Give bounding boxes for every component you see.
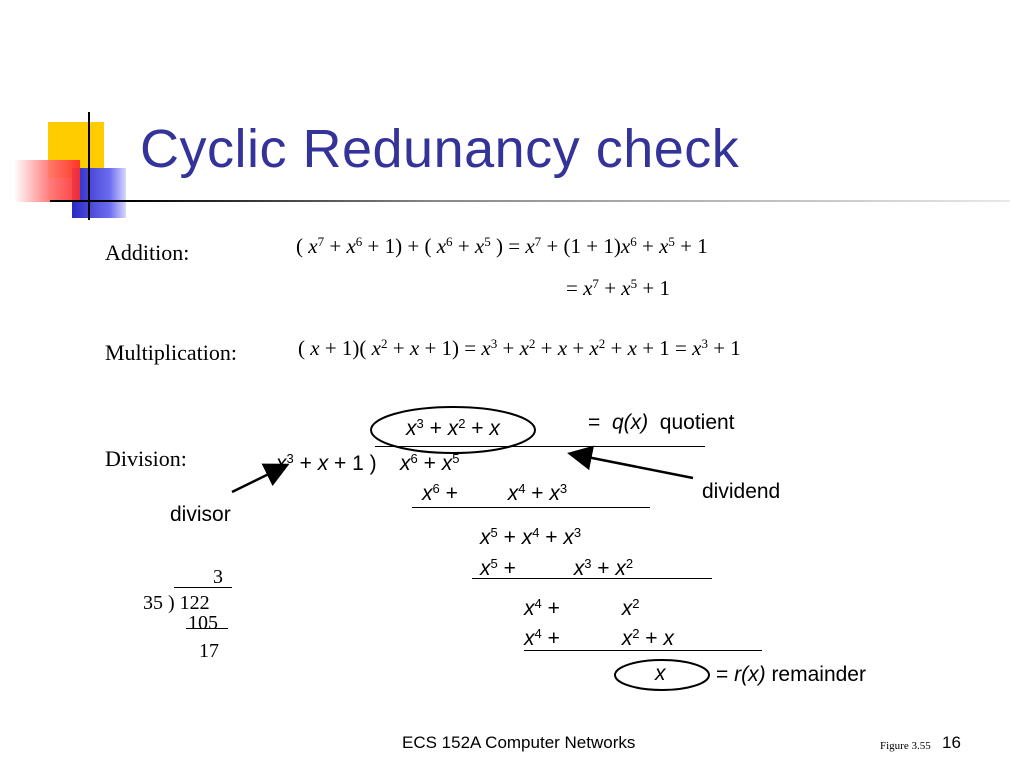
quotient-expression: x3 + x2 + x [406, 415, 500, 440]
numeric-quotient: 3 [213, 566, 223, 588]
divisor-expression: x3 + x + 1 ) [276, 450, 377, 475]
quotient-note: = q(x) quotient [588, 411, 735, 434]
multiplication-equation: ( x + 1)( x2 + x + 1) = x3 + x2 + x + x2… [298, 335, 741, 360]
division-label: Division: [105, 446, 187, 471]
footer-course: ECS 152A Computer Networks [402, 733, 636, 752]
quotient-word: quotient [659, 411, 735, 434]
addition-label: Addition: [105, 240, 190, 265]
divisor-callout: divisor [170, 503, 231, 526]
numeric-subtract-line [186, 628, 228, 629]
remainder-word: remainder [771, 663, 866, 686]
footer-figure: Figure 3.55 [880, 740, 931, 752]
quotient-circle [370, 406, 536, 454]
dividend-arrow [567, 445, 694, 480]
numeric-bar [174, 587, 232, 588]
page-title: Cyclic Redunancy check [140, 119, 740, 179]
remainder-note: = r(x) remainder [716, 663, 866, 686]
division-step1: x6 + x4 + x3 [422, 480, 568, 505]
addition-equation-line1: ( x7 + x6 + 1) + ( x6 + x5 ) = x7 + (1 +… [296, 233, 708, 258]
footer-page-number: 16 [942, 733, 961, 752]
remainder-expression: x [655, 662, 666, 685]
division-step5-line [524, 650, 762, 651]
dividend-callout: dividend [702, 480, 781, 503]
division-bar [375, 446, 705, 447]
logo-vertical-line [88, 112, 90, 220]
division-step4: x4 + x2 [524, 595, 640, 620]
logo-red-block [14, 160, 80, 202]
division-step5: x4 + x2 + x [524, 625, 674, 650]
division-step2: x5 + x4 + x3 [480, 524, 582, 549]
multiplication-label: Multiplication: [105, 340, 237, 365]
division-step3: x5 + x3 + x2 [480, 555, 634, 580]
dividend-expression: x6 + x5 [400, 450, 460, 475]
division-step3-line [472, 578, 712, 579]
divisor-arrow [231, 463, 290, 494]
division-step1-line [412, 507, 650, 508]
logo-blue-block [72, 168, 126, 218]
addition-equation-line2: = x7 + x5 + 1 [566, 275, 670, 300]
logo-horizontal-line [50, 200, 1010, 202]
numeric-divisor-dividend: 35 ) 122 [143, 592, 210, 614]
numeric-product: 105 [188, 612, 218, 634]
remainder-circle [614, 659, 710, 691]
numeric-remainder: 17 [199, 640, 219, 662]
